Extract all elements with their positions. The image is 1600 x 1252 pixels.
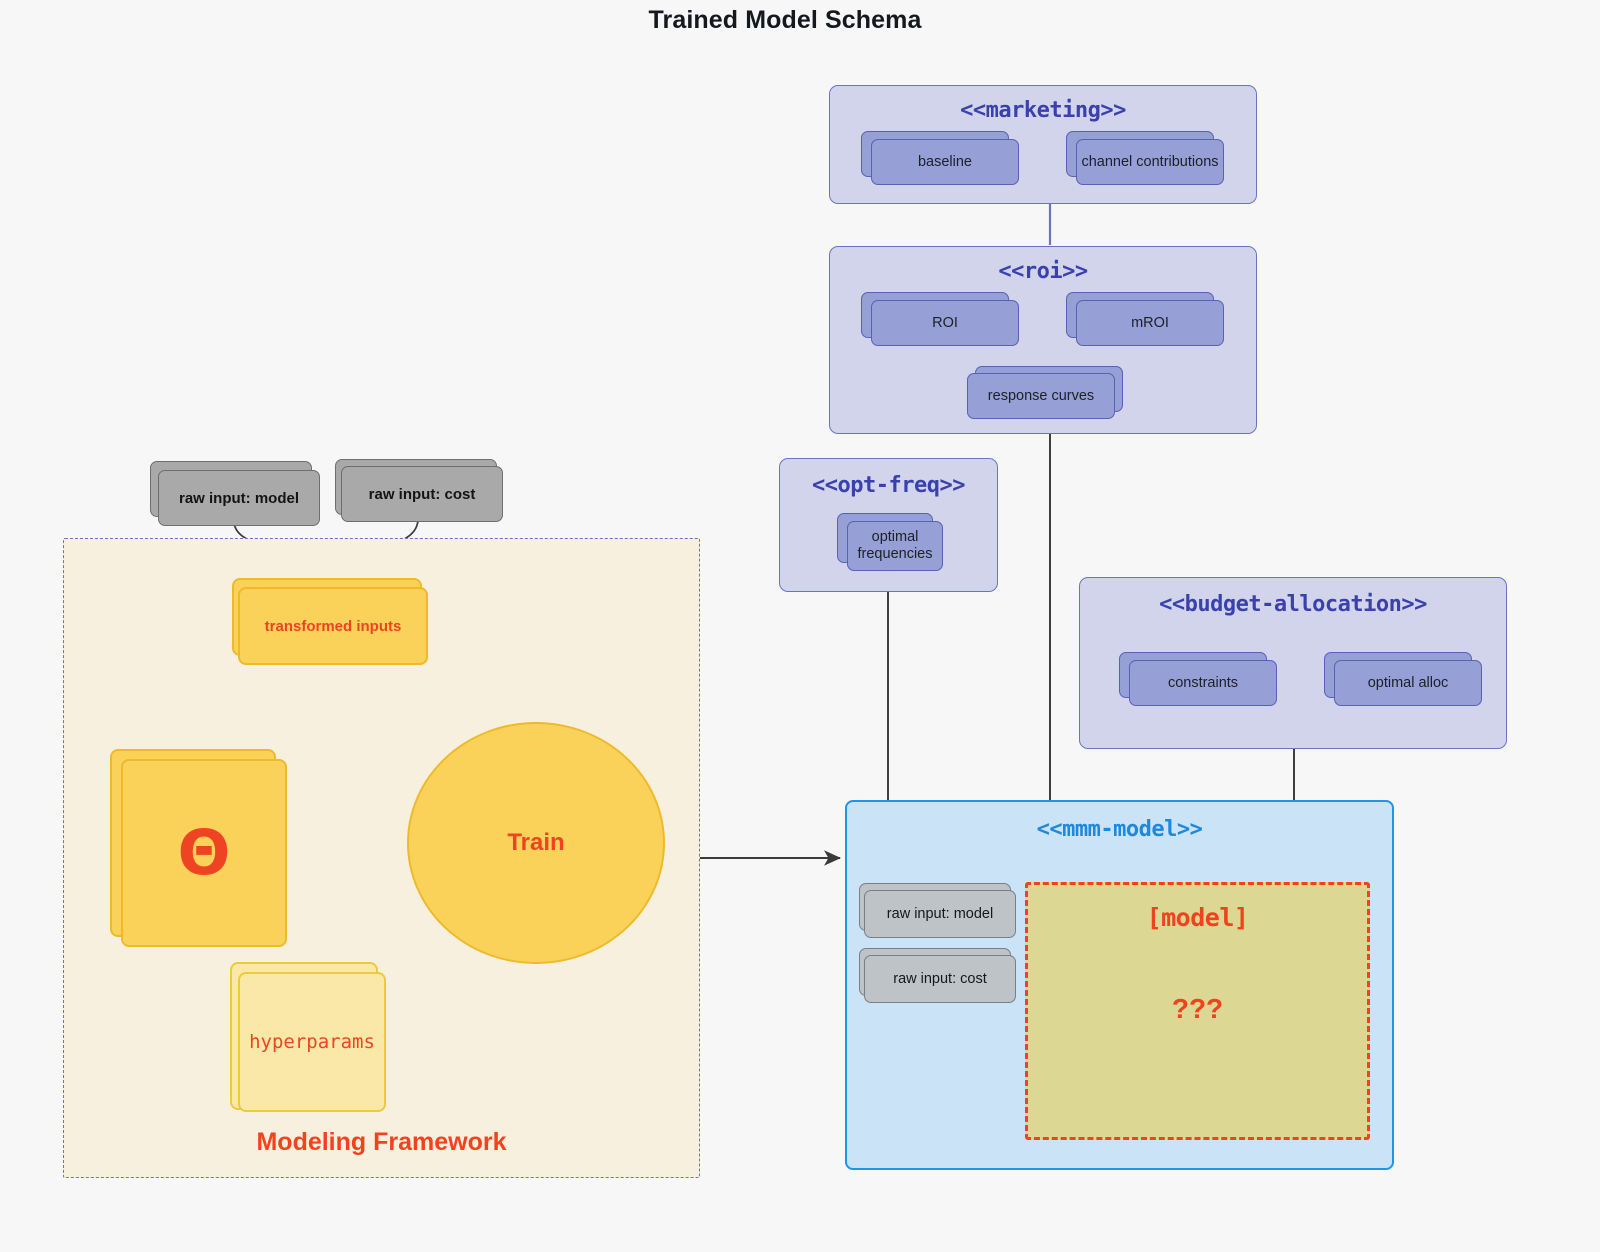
node-constraints[interactable]: constraints — [1129, 660, 1277, 706]
node-raw-input-cost-label: raw input: cost — [368, 485, 476, 503]
model-placeholder-question: ??? — [1171, 993, 1224, 1024]
modeling-framework-label: Modeling Framework — [256, 1128, 507, 1156]
node-transformed-inputs-label: transformed inputs — [264, 617, 402, 635]
package-marketing-title: <<marketing>> — [960, 98, 1126, 123]
model-placeholder-box[interactable]: [model] ??? — [1025, 882, 1370, 1140]
node-mmm-raw-input-model[interactable]: raw input: model — [864, 890, 1016, 938]
node-raw-input-cost[interactable]: raw input: cost — [341, 466, 503, 522]
package-roi-title: <<roi>> — [998, 259, 1088, 284]
node-optimal-frequencies-label-line1: optimal — [871, 529, 919, 546]
node-mroi[interactable]: mROI — [1076, 300, 1224, 346]
node-mmm-raw-input-cost[interactable]: raw input: cost — [864, 955, 1016, 1003]
node-hyperparams[interactable]: hyperparams — [238, 972, 386, 1112]
package-mmm-model-title: <<mmm-model>> — [1036, 817, 1203, 842]
node-hyperparams-label: hyperparams — [249, 1031, 375, 1053]
node-baseline[interactable]: baseline — [871, 139, 1019, 185]
node-raw-input-model[interactable]: raw input: model — [158, 470, 320, 526]
node-response-curves[interactable]: response curves — [967, 373, 1115, 419]
node-roi-label: ROI — [932, 314, 958, 331]
package-opt-freq-title: <<opt-freq>> — [812, 473, 965, 498]
package-budget-allocation-title: <<budget-allocation>> — [1159, 592, 1427, 617]
node-channel-contributions[interactable]: channel contributions — [1076, 139, 1224, 185]
node-response-curves-label: response curves — [987, 387, 1095, 404]
node-theta[interactable]: Θ — [121, 759, 287, 947]
node-optimal-frequencies[interactable]: optimal frequencies — [847, 521, 943, 571]
page-title: Trained Model Schema — [648, 6, 922, 34]
model-placeholder-title: [model] — [1146, 903, 1249, 932]
node-mroi-label: mROI — [1131, 314, 1169, 331]
node-constraints-label: constraints — [1167, 674, 1239, 691]
node-mmm-raw-input-model-label: raw input: model — [886, 906, 994, 922]
theta-symbol: Θ — [177, 816, 231, 889]
node-train[interactable]: Train — [407, 722, 665, 964]
node-roi[interactable]: ROI — [871, 300, 1019, 346]
node-channel-contributions-label: channel contributions — [1081, 153, 1219, 170]
node-raw-input-model-label: raw input: model — [179, 489, 299, 507]
node-optimal-alloc[interactable]: optimal alloc — [1334, 660, 1482, 706]
node-mmm-raw-input-cost-label: raw input: cost — [893, 971, 987, 987]
node-transformed-inputs[interactable]: transformed inputs — [238, 587, 428, 665]
node-optimal-frequencies-label-line2: frequencies — [857, 546, 933, 562]
node-optimal-alloc-label: optimal alloc — [1367, 674, 1449, 691]
node-baseline-label: baseline — [917, 153, 972, 170]
node-train-label: Train — [507, 829, 565, 856]
